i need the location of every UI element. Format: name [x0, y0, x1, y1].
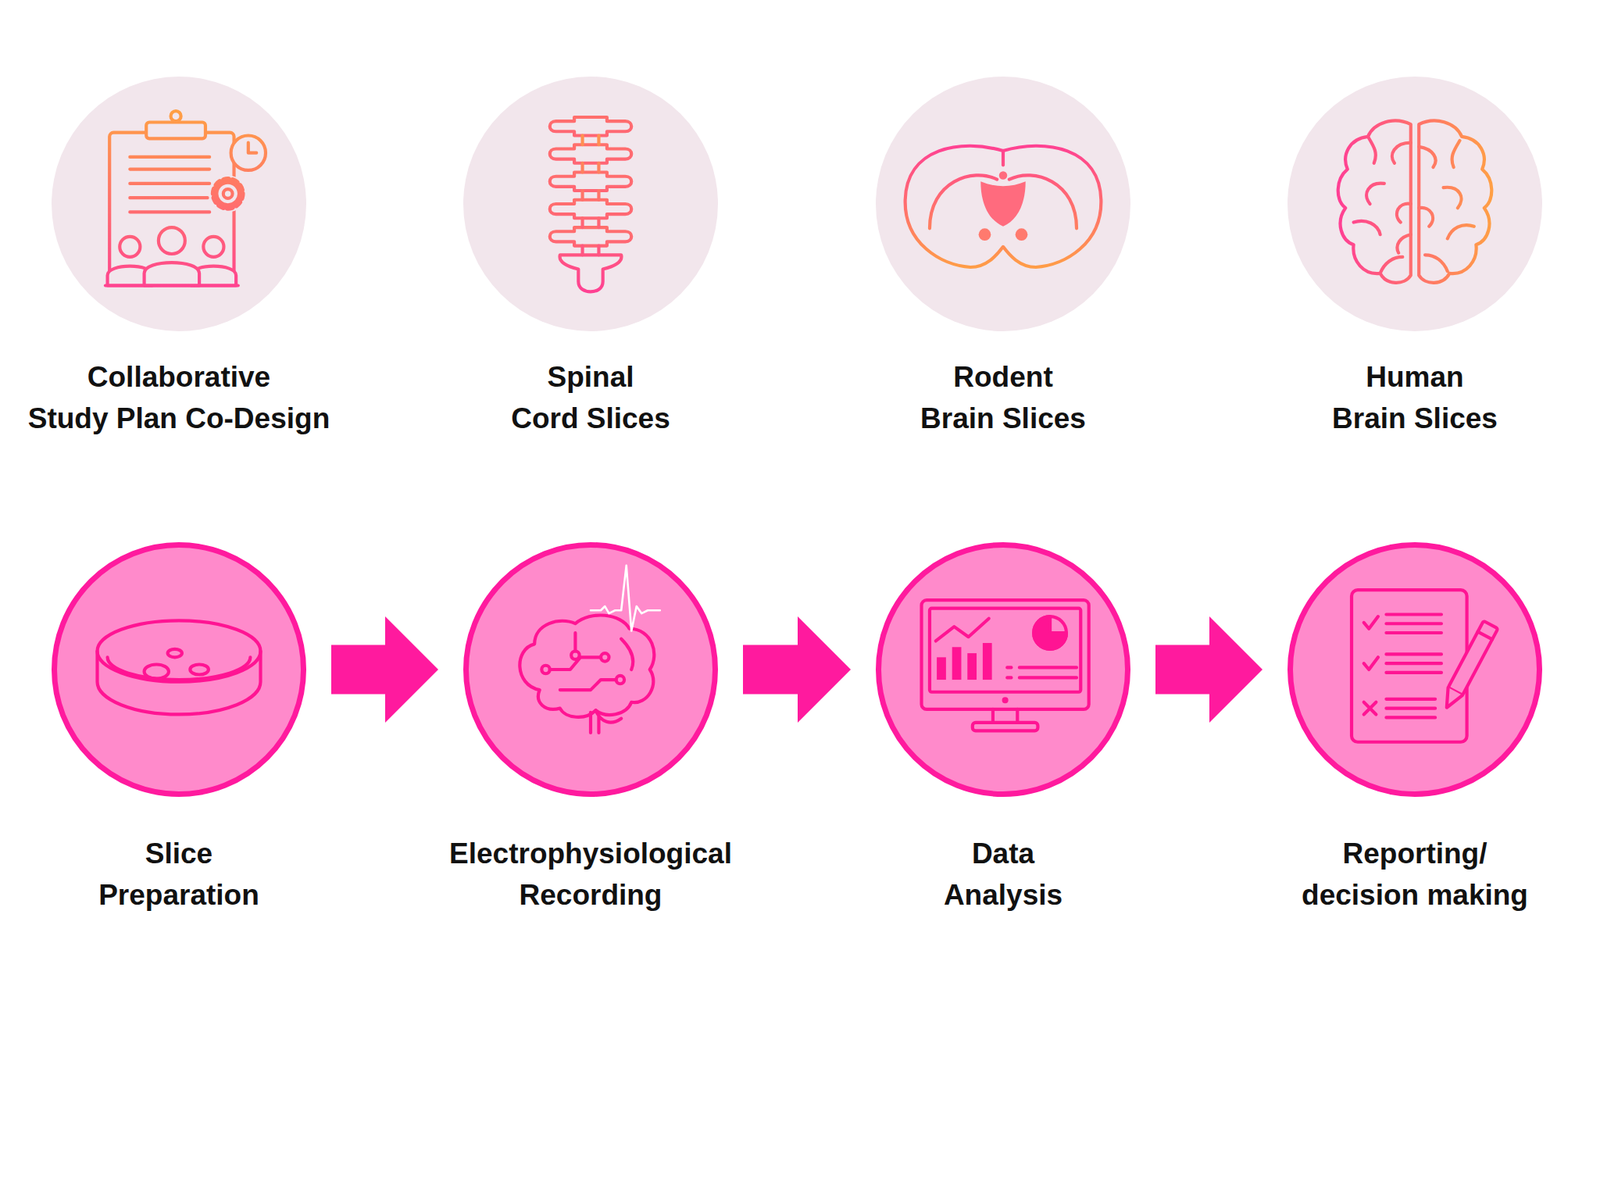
step-circle — [875, 542, 1131, 797]
workflow-node: Electrophysiological Recording — [426, 542, 755, 916]
label-text: Collaborative Study Plan Co-Design — [28, 360, 330, 435]
workflow-node: Slice Preparation — [51, 542, 307, 916]
category-circle — [51, 76, 307, 332]
category-circle — [463, 76, 718, 332]
workflow-node: Reporting/ decision making — [1287, 542, 1543, 916]
node-label: Human Brain Slices — [1313, 356, 1517, 440]
node-label: Spinal Cord Slices — [492, 356, 689, 440]
label-text: Rodent Brain Slices — [920, 360, 1086, 435]
node-label: Electrophysiological Recording — [426, 832, 755, 916]
label-text: Data Analysis — [943, 837, 1063, 911]
label-text: Electrophysiological Recording — [449, 837, 733, 911]
workflow-node: Spinal Cord Slices — [463, 76, 718, 440]
flow-arrow — [1155, 616, 1263, 723]
workflow-node: Data Analysis — [875, 542, 1131, 916]
label-text: Spinal Cord Slices — [510, 360, 671, 435]
node-label: Data Analysis — [925, 832, 1082, 916]
workflow-node: Human Brain Slices — [1287, 76, 1543, 440]
step-circle — [463, 542, 718, 797]
label-text: Slice Preparation — [98, 837, 260, 911]
node-label: Collaborative Study Plan Co-Design — [14, 356, 343, 440]
label-text: Reporting/ decision making — [1301, 837, 1529, 911]
node-label: Slice Preparation — [81, 832, 277, 916]
step-circle — [51, 542, 307, 797]
category-circle — [1287, 76, 1543, 332]
step-circle — [1287, 542, 1543, 797]
flow-arrow — [331, 616, 439, 723]
node-label: Reporting/ decision making — [1289, 832, 1540, 916]
node-label: Rodent Brain Slices — [901, 356, 1105, 440]
label-text: Human Brain Slices — [1332, 360, 1498, 435]
category-circle — [875, 76, 1131, 332]
workflow-node: Rodent Brain Slices — [875, 76, 1131, 440]
workflow-node: Collaborative Study Plan Co-Design — [14, 76, 343, 440]
flow-arrow — [742, 616, 851, 723]
